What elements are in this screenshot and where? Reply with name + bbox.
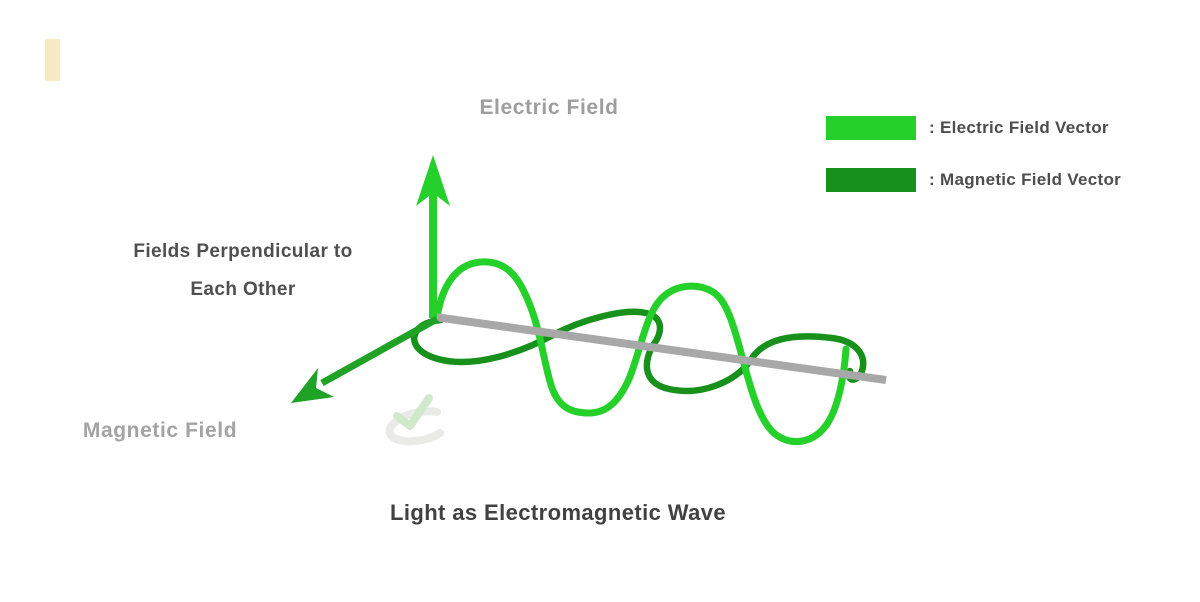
legend-item-electric: : Electric Field Vector xyxy=(826,115,1121,140)
watermark-checkmark-icon xyxy=(385,394,444,446)
magnetic-arrowhead xyxy=(291,368,334,403)
perpendicular-note-line2: Each Other xyxy=(190,279,296,300)
perpendicular-note: Fields Perpendicular to Each Other xyxy=(133,233,352,309)
perpendicular-note-line1: Fields Perpendicular to xyxy=(133,241,353,262)
accent-mark xyxy=(45,39,60,81)
magnetic-field-arrow xyxy=(291,315,439,403)
diagram-caption: Light as Electromagnetic Wave xyxy=(390,500,726,525)
legend-label-magnetic: : Magnetic Field Vector xyxy=(929,169,1122,189)
electric-field-label: Electric Field xyxy=(479,96,619,119)
legend-label-electric: : Electric Field Vector xyxy=(929,117,1109,137)
electric-arrowhead xyxy=(416,155,450,206)
propagation-axis xyxy=(434,313,887,384)
electric-field-arrow xyxy=(416,155,450,318)
magnetic-field-swatch xyxy=(826,167,916,192)
magnetic-field-label: Magnetic Field xyxy=(82,419,238,442)
legend-item-magnetic: : Magnetic Field Vector xyxy=(826,167,1121,192)
electric-field-swatch xyxy=(826,115,916,140)
magnetic-field-wave xyxy=(411,308,867,395)
electric-field-wave xyxy=(433,258,850,445)
legend: : Electric Field Vector : Magnetic Field… xyxy=(826,115,1121,219)
